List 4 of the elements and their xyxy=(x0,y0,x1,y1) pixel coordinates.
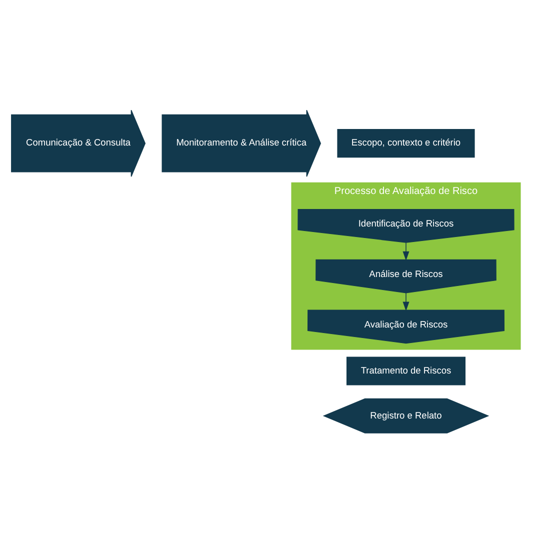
node-box: Tratamento de Riscos xyxy=(346,356,466,386)
node-box: Escopo, contexto e critério xyxy=(337,129,475,158)
arrow xyxy=(402,242,410,261)
arrow xyxy=(402,292,410,312)
